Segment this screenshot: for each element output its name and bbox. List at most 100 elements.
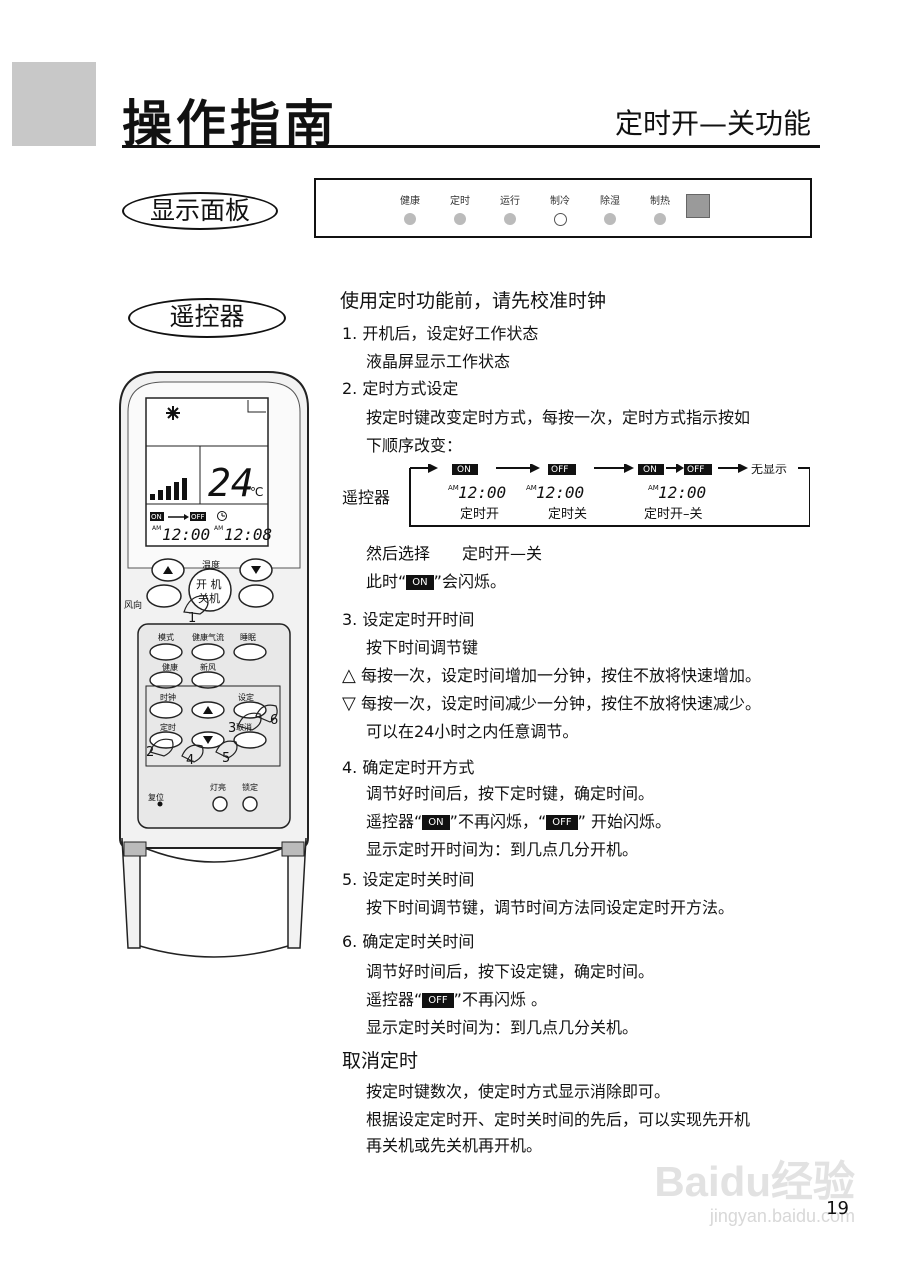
fan-speed-bars-icon (150, 478, 187, 500)
indicator-light-icon (604, 213, 616, 225)
step-4-flash-text: 遥控器“ON”不再闪烁，“OFF” 开始闪烁。 (366, 812, 672, 831)
lcd-temperature-unit: ℃ (250, 485, 263, 499)
step-4-result-text: 显示定时开时间为：到几点几分开机。 (366, 840, 639, 859)
down-arrow-icon (251, 566, 261, 574)
lcd-on-time: 12:00 (162, 525, 210, 544)
indicator-light-icon (654, 213, 666, 225)
flow-remote-label: 遥控器 (342, 488, 391, 507)
panel-indicator-cool: 制冷 (540, 192, 580, 226)
on-badge: ON (406, 575, 434, 590)
reset-button (157, 801, 163, 807)
baidu-watermark: Baidu经验 (654, 1158, 855, 1205)
step-2-text-cont: 下顺序改变： (366, 436, 463, 455)
display-panel-label: 显示面板 (122, 192, 278, 230)
power-button (188, 568, 232, 612)
intro-heading: 使用定时功能前，请先校准时钟 (340, 290, 607, 312)
svg-text:新风: 新风 (200, 662, 216, 672)
flash-text: 此时“ON”会闪烁。 (366, 572, 506, 591)
flow-off-badge: OFF (551, 465, 568, 475)
flow-time-1: 12:00 (458, 483, 506, 502)
title-divider (122, 145, 820, 148)
remote-label: 遥控器 (128, 298, 286, 338)
indicator-light-icon (553, 213, 567, 226)
then-select-text: 然后选择 定时开—关 (366, 544, 543, 563)
indicator-light-icon (404, 213, 416, 225)
svg-text:定时: 定时 (160, 722, 176, 732)
up-arrow-icon (163, 566, 173, 574)
page-subtitle: 定时开—关功能 (614, 107, 811, 140)
svg-text:AM: AM (152, 525, 161, 532)
svg-text:AM: AM (214, 525, 223, 532)
receiver-window (686, 194, 710, 218)
indicator-light-icon (504, 213, 516, 225)
health-airflow-button (191, 643, 225, 661)
triangle-up-icon: △ (342, 665, 356, 686)
flow-caption-on: 定时开 (460, 507, 499, 522)
step-3-title: 3. 设定定时开时间 (342, 610, 475, 629)
lock-button (242, 796, 258, 812)
lcd-off-time: 12:08 (224, 525, 272, 544)
light-button (212, 796, 228, 812)
svg-text:AM: AM (448, 484, 459, 492)
svg-text:开 机: 开 机 (196, 577, 222, 591)
svg-text:风向: 风向 (124, 599, 142, 611)
snowflake-icon (166, 406, 180, 420)
step-6-flash-text: 遥控器“OFF”不再闪烁 。 (366, 990, 548, 1009)
section-tab (12, 62, 96, 146)
step-4-text: 调节好时间后，按下定时键，确定时间。 (366, 784, 655, 803)
cancel-timer-heading: 取消定时 (342, 1050, 419, 1072)
lcd-on-indicator: ON (151, 513, 162, 521)
step-1-title: 1. 开机后，设定好工作状态 (342, 324, 539, 343)
svg-text:关机: 关机 (198, 591, 220, 605)
fresh-air-button (191, 671, 225, 689)
svg-text:时钟: 时钟 (160, 692, 176, 702)
svg-text:复位: 复位 (148, 792, 164, 802)
panel-indicator-dehumidify: 除湿 (590, 192, 630, 225)
up-arrow-icon (203, 706, 213, 714)
triangle-down-icon: ▽ (342, 693, 356, 714)
step-2-title: 2. 定时方式设定 (342, 379, 459, 398)
callout-1: 1 (188, 611, 196, 626)
health-button (149, 671, 183, 689)
clock-icon (217, 511, 227, 521)
callout-6: 6 (270, 713, 278, 728)
page-title: 操作指南 (122, 95, 338, 153)
svg-text:模式: 模式 (158, 632, 174, 642)
off-badge: OFF (546, 815, 578, 830)
clock-button (149, 701, 183, 719)
watermark-url: jingyan.baidu.com (709, 1206, 855, 1226)
mode-button (149, 643, 183, 661)
on-badge: ON (422, 815, 450, 830)
fan-right-button (238, 584, 274, 608)
callout-3: 3 (228, 721, 236, 736)
svg-text:温度: 温度 (202, 559, 220, 571)
step-3-range-text: 可以在24小时之内任意调节。 (366, 722, 579, 741)
svg-text:AM: AM (648, 484, 659, 492)
svg-text:健康气流: 健康气流 (192, 632, 224, 642)
cancel-text-3: 再关机或先关机再开机。 (366, 1136, 543, 1155)
svg-text:AM: AM (526, 484, 537, 492)
step-6-title: 6. 确定定时关时间 (342, 932, 475, 951)
step-5-title: 5. 设定定时关时间 (342, 870, 475, 889)
panel-indicator-heat: 制热 (640, 192, 680, 225)
svg-text:睡眠: 睡眠 (240, 633, 256, 642)
flow-caption-off: 定时关 (548, 507, 587, 522)
set-button (233, 701, 267, 719)
svg-text:健康: 健康 (162, 662, 178, 672)
step-6-text: 调节好时间后，按下设定键，确定时间。 (366, 962, 655, 981)
svg-text:设定: 设定 (238, 692, 254, 702)
svg-text:锁定: 锁定 (242, 782, 258, 792)
lcd-temperature: 24 (208, 461, 254, 505)
svg-text:取消: 取消 (236, 722, 252, 732)
flow-time-2: 12:00 (536, 483, 584, 502)
lcd-off-indicator: OFF (191, 513, 205, 521)
pointing-hand-icon (149, 595, 278, 763)
flow-on-badge: ON (643, 465, 657, 475)
callout-5: 5 (222, 751, 230, 766)
flow-off-badge: OFF (687, 465, 704, 475)
off-badge: OFF (422, 993, 454, 1008)
step-1-text: 液晶屏显示工作状态 (366, 352, 511, 371)
cancel-text-1: 按定时键数次，使定时方式显示消除即可。 (366, 1082, 671, 1101)
flow-on-badge: ON (457, 465, 471, 475)
down-arrow-icon (203, 736, 213, 744)
